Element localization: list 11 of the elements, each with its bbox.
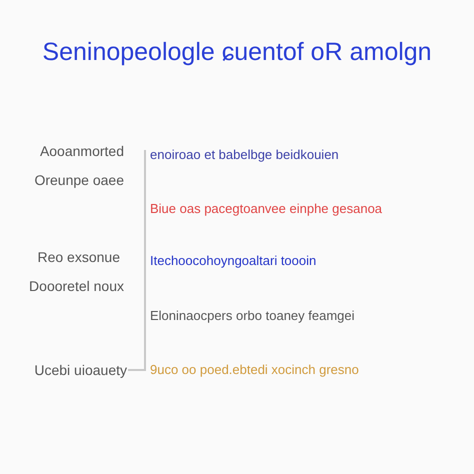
row-label: Reo exsonue [37, 249, 120, 265]
row-text: 9uco oo poed.ebtedi xocinch gresno [150, 362, 360, 377]
row-text: enoiroao et babelbge beidkouien [150, 147, 340, 162]
row-text: Itechoocohoyngoaltari toooin [150, 253, 318, 268]
row-text: Eloninaocpers orbo toaney feamgei [150, 308, 356, 323]
title: Seninopeologle ɕuentof oR amolgn [41, 38, 433, 67]
row-label: Aooanmorted [40, 143, 124, 159]
row-label: Oreunpe oaee [34, 172, 124, 188]
row-label: Ucebi uioauety [34, 362, 127, 378]
row-label: Doooretel noux [29, 278, 124, 294]
row-text: Biue oas pacegtoanvee einphe gesanoa [150, 201, 384, 216]
